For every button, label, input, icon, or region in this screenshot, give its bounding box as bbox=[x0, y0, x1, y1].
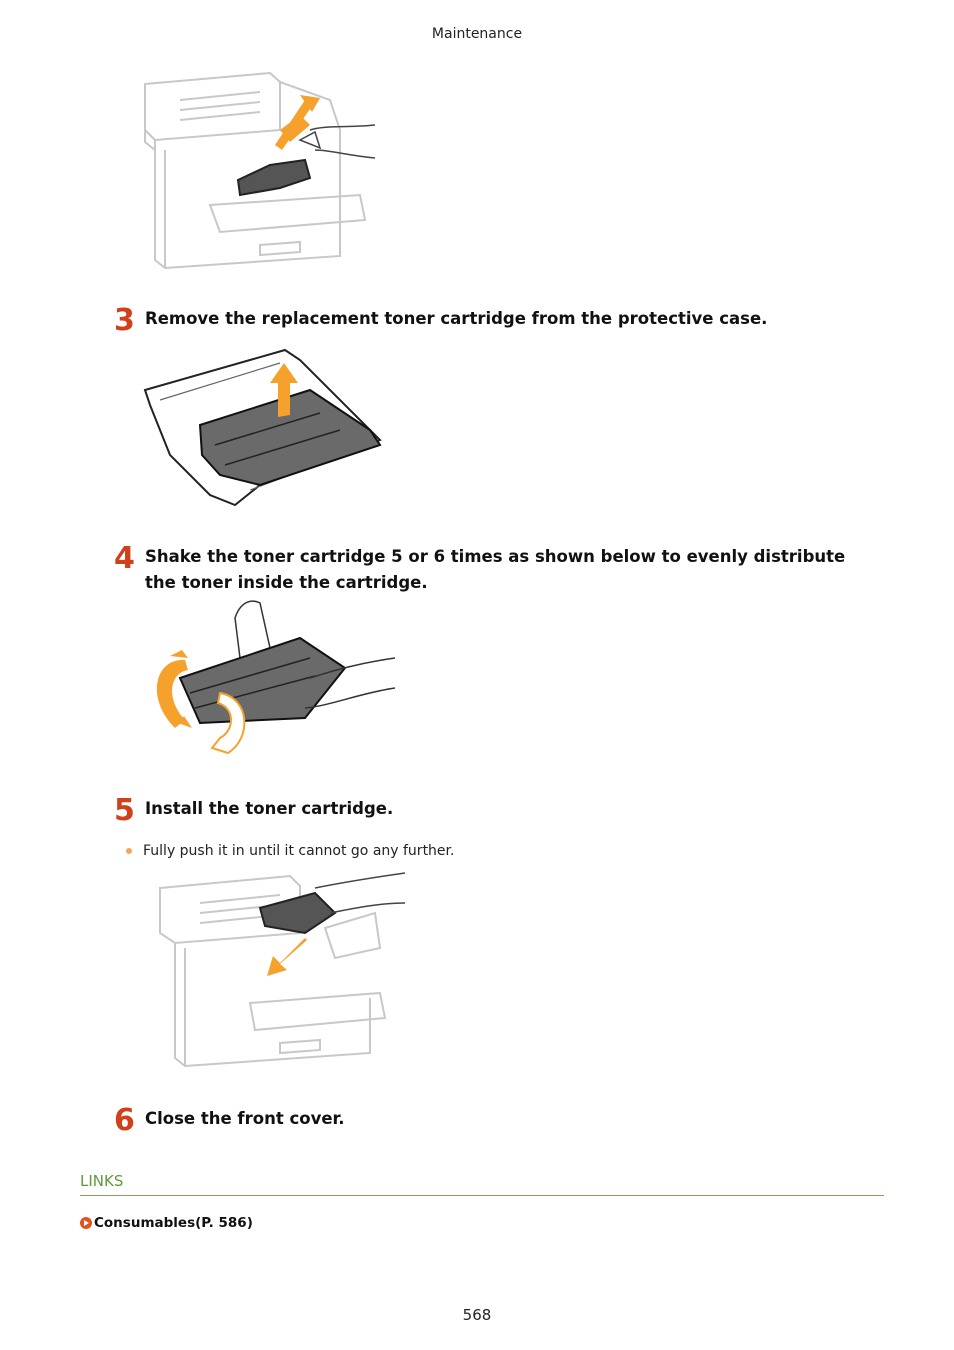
step-3: 3 Remove the replacement toner cartridge… bbox=[114, 306, 880, 336]
step-number: 6 bbox=[114, 1103, 135, 1138]
remove-old-cartridge-illustration bbox=[144, 71, 376, 270]
bullet-text: Fully push it in until it cannot go any … bbox=[143, 843, 455, 859]
dot-icon bbox=[126, 848, 132, 854]
page-number: 568 bbox=[462, 1306, 492, 1324]
link-consumables[interactable]: Consumables(P. 586) bbox=[80, 1215, 253, 1231]
circle-play-icon bbox=[80, 1217, 92, 1229]
step-instruction: Remove the replacement toner cartridge f… bbox=[145, 309, 768, 328]
running-header: Maintenance bbox=[431, 26, 523, 42]
step-5: 5 Install the toner cartridge. bbox=[114, 796, 880, 826]
step-instruction: Install the toner cartridge. bbox=[145, 799, 394, 818]
bullet-item: Fully push it in until it cannot go any … bbox=[126, 843, 454, 859]
link-label[interactable]: Consumables(P. 586) bbox=[94, 1215, 253, 1231]
install-cartridge-illustration bbox=[159, 872, 406, 1068]
step-number: 3 bbox=[114, 303, 135, 338]
step-6: 6 Close the front cover. bbox=[114, 1106, 880, 1136]
shake-cartridge-illustration bbox=[156, 600, 396, 755]
step-4: 4 Shake the toner cartridge 5 or 6 times… bbox=[114, 544, 880, 596]
step-number: 4 bbox=[114, 541, 135, 576]
cartridge-from-case-illustration bbox=[143, 348, 382, 507]
step-instruction: Close the front cover. bbox=[145, 1109, 345, 1128]
step-instruction: Shake the toner cartridge 5 or 6 times a… bbox=[145, 547, 846, 592]
step-number: 5 bbox=[114, 793, 135, 828]
links-heading: LINKS bbox=[80, 1172, 124, 1190]
links-divider bbox=[80, 1195, 884, 1196]
